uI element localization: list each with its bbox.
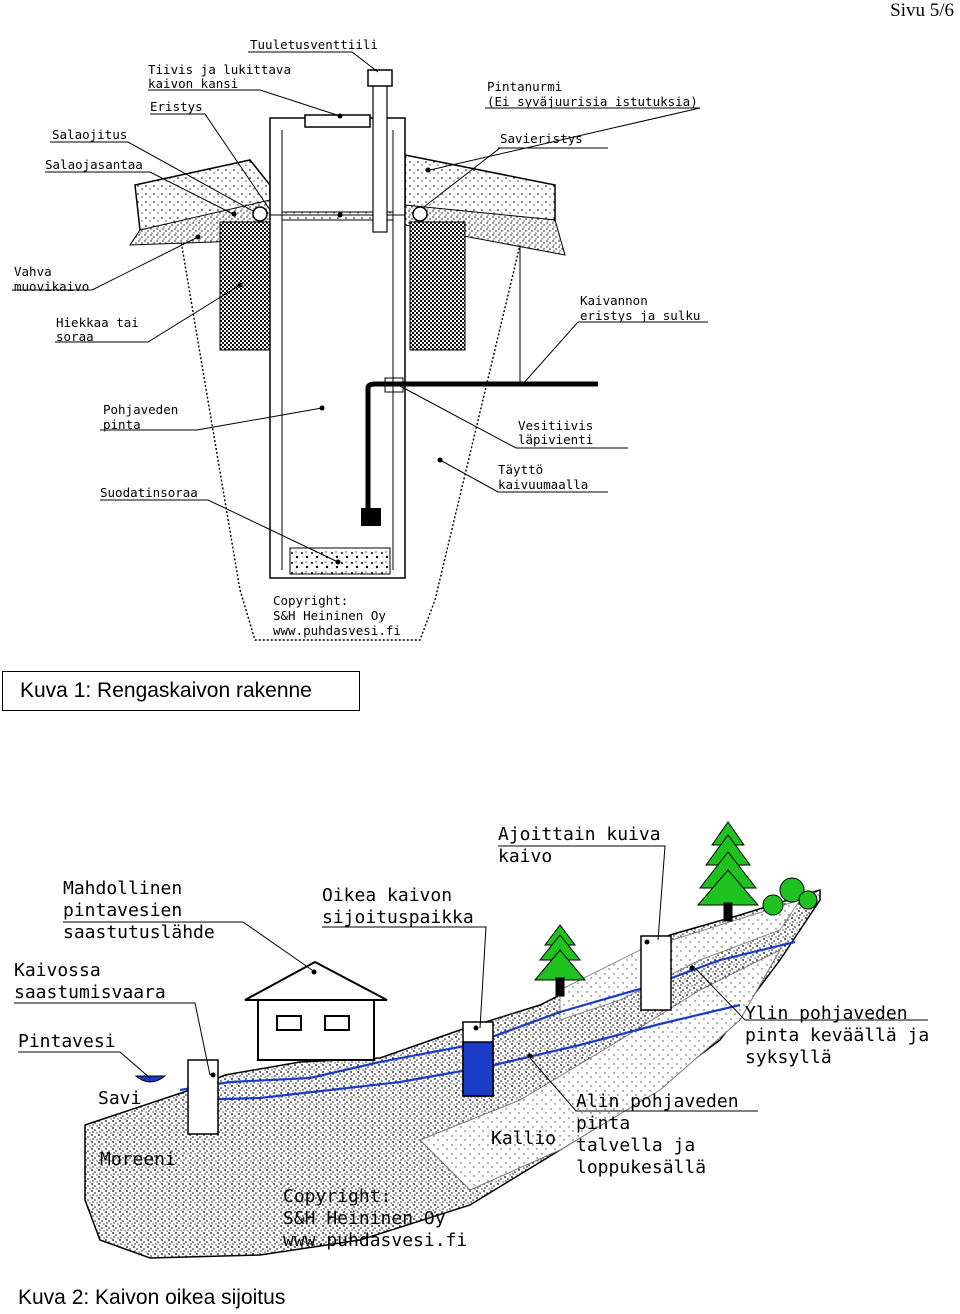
label-pintanurmi-1: Pintanurmi [487,79,562,94]
label-copyright-c: www.puhdasvesi.fi [283,1230,467,1251]
well-lid [304,114,371,128]
well-dry [640,935,672,1011]
lid-insulation [281,211,394,221]
label-vahva-2: muovikaivo [14,279,89,294]
well-structure-diagram: Tuuletusventtiili Tiivis ja lukittava ka… [12,37,708,641]
bedrock [419,948,782,1191]
insulation-right [409,221,466,351]
label-kaivannon-1: Kaivannon [580,293,648,308]
label-hiekkaa-1: Hiekkaa tai [56,315,139,330]
label-kansi-2: kaivon kansi [148,76,238,91]
vent-pipe [372,71,388,233]
label-tuuletus: Tuuletusventtiili [250,37,378,52]
label-vesitiivis-2: läpivienti [518,432,593,447]
house-roof [244,960,388,1001]
label-oikea-1: Oikea kaivon [322,885,452,906]
label-taytto-1: Täyttö [498,462,543,477]
bush [762,877,818,916]
label-ylin-2: pinta keväällä ja [745,1025,929,1046]
label-kaivossa-2: saastumisvaara [14,982,166,1003]
insulation-left [219,221,271,351]
label-pohjavesi-2: pinta [103,417,141,432]
label-oikea-2: sijoituspaikka [322,907,474,928]
pump [361,508,381,526]
label-mahdollinen-1: Mahdollinen [63,878,182,899]
label-kallio: Kallio [491,1128,556,1149]
label-alin-1: Alin pohjaveden [576,1091,739,1112]
drain-right [412,206,428,222]
label-copyright-3: www.puhdasvesi.fi [273,623,401,638]
label-copyright-1: Copyright: [273,593,348,608]
label-mahdollinen-2: pintavesien [63,900,182,921]
well-placement-diagram: Ajoittain kuiva kaivo Mahdollinen pintav… [14,821,929,1259]
figure-1-caption: Kuva 1: Rengaskaivon rakenne [2,671,360,711]
label-suodatin: Suodatinsoraa [100,485,198,500]
label-ylin-3: syksyllä [745,1047,832,1068]
label-savi: Savi [98,1088,141,1109]
label-eristys: Eristys [150,99,203,114]
label-copyright-a: Copyright: [283,1186,391,1207]
label-moreeni: Moreeni [100,1149,176,1170]
label-pintavesi: Pintavesi [18,1031,116,1052]
label-copyright-b: S&H Heininen Oy [283,1208,446,1229]
figure-2-caption: Kuva 2: Kaivon oikea sijoitus [18,1286,286,1309]
page-number: Sivu 5/6 [890,0,954,21]
label-hiekkaa-2: soraa [56,329,94,344]
label-alin-2: pinta [576,1113,630,1134]
drain-left [252,206,268,222]
label-pohjavesi-1: Pohjaveden [103,402,178,417]
label-alin-4: loppukesällä [576,1157,706,1178]
pond [134,1075,167,1083]
label-pintanurmi-2: (Ei syväjuurisia istutuksia) [487,94,698,109]
label-vesitiivis-1: Vesitiivis [518,418,593,433]
low-water-line [189,1003,741,1102]
water-pipe [365,381,598,512]
label-salaojasantaa: Salaojasantaa [45,157,143,172]
excavation-outline [179,234,521,641]
house [257,999,375,1061]
label-taytto-2: kaivuumaalla [498,477,588,492]
label-mahdollinen-3: saastutuslähde [63,922,215,943]
label-alin-3: talvella ja [576,1135,695,1156]
label-kaivannon-2: eristys ja sulku [580,308,700,323]
label-ajoittain-1: Ajoittain kuiva [498,824,661,845]
label-ylin-1: Ylin pohjaveden [745,1003,908,1024]
tree-small [533,924,587,997]
label-salaojitus: Salaojitus [52,127,127,142]
label-ajoittain-2: kaivo [498,846,552,867]
well-bad [187,1059,219,1135]
label-vahva-1: Vahva [14,264,52,279]
label-savieristys: Savieristys [500,131,583,146]
label-kaivossa-1: Kaivossa [14,960,101,981]
label-kansi-1: Tiivis ja lukittava [148,62,291,77]
label-copyright-2: S&H Heininen Oy [273,608,386,623]
tree-large [696,821,760,922]
